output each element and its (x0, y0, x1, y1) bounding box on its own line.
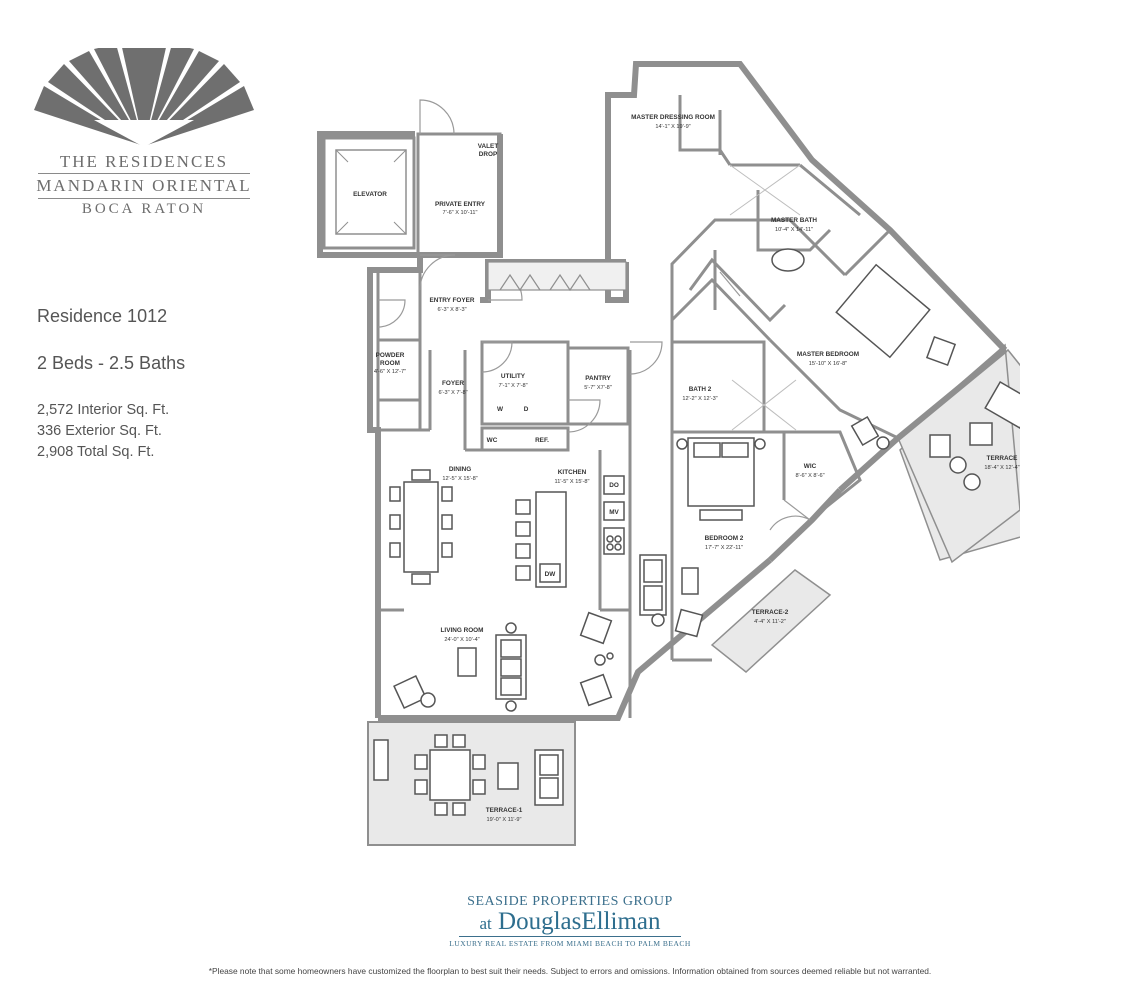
elevator-car (335, 149, 407, 235)
room-dims-bedroom-2: 17'-7" X 22'-11" (705, 545, 743, 551)
room-label-entry-foyer: ENTRY FOYER (429, 297, 474, 304)
bed (835, 263, 931, 359)
room-dims-private-entry: 7'-6" X 10'-11" (443, 210, 478, 216)
room-label-master-bedroom: MASTER BEDROOM (797, 351, 859, 358)
room-label-kitchen: KITCHEN (558, 469, 587, 476)
room-label-bedroom-2: BEDROOM 2 (705, 535, 744, 542)
room-dims-powder-room: 4'-6" X 12'-7" (374, 369, 406, 375)
double-oven-label: DO (609, 482, 619, 489)
room-label-foyer: FOYER (442, 380, 464, 387)
elliman-word: Elliman (581, 908, 661, 935)
brand-divider (38, 198, 250, 199)
room-label-utility: UTILITY (501, 373, 526, 380)
washer-label: W (497, 406, 504, 413)
room-dims-terrace-1: 19'-0" X 11'-9" (487, 817, 522, 823)
room-label-terrace-1: TERRACE-1 (486, 807, 523, 814)
room-label-bath-2: BATH 2 (689, 386, 712, 393)
coffee-table (457, 647, 477, 677)
exterior-sqft: 336 Exterior Sq. Ft. (37, 423, 162, 439)
fan-emblem-icon (34, 48, 254, 147)
douglas-elliman-logo: SEASIDE PROPERTIES GROUP at DouglasEllim… (440, 894, 700, 948)
disclaimer: *Please note that some homeowners have c… (208, 966, 932, 976)
brand-line-1: THE RESIDENCES (59, 152, 229, 171)
private-entry-wall (416, 132, 502, 258)
room-label-master-bath: MASTER BATH (771, 217, 817, 224)
beds-baths: 2 Beds - 2.5 Baths (37, 353, 186, 373)
terrace-1-area (367, 721, 576, 846)
room-dims-wic: 8'-6" X 8'-6" (795, 473, 824, 479)
room-dims-dining: 12'-5" X 15'-8" (442, 476, 477, 482)
dishwasher-label: DW (545, 571, 557, 578)
room-dims-living-room: 24'-0" X 10'-4" (444, 637, 479, 643)
tagline-divider (459, 936, 681, 937)
outer-wall (317, 131, 423, 718)
floor-plan: ELEVATOR PRIVATE ENTRY 7'-6" X 10'-11" V… (300, 50, 1081, 855)
room-dims-bath-2: 12'-2" X 12'-3" (682, 396, 717, 402)
room-label-powder-room: POWDER (376, 352, 405, 359)
pantry-wall (566, 346, 630, 426)
terrace-2-area (710, 569, 832, 673)
tagline: LUXURY REAL ESTATE FROM MIAMI BEACH TO P… (449, 939, 691, 948)
room-dims-master-dressing: 14'-1" X 19'-9" (655, 124, 690, 130)
room-dims-terrace-2: 4'-4" X 11'-2" (754, 619, 786, 625)
room-label-elevator: ELEVATOR (353, 191, 387, 198)
room-label-master-dressing: MASTER DRESSING ROOM (631, 114, 715, 121)
bath-2-wall (670, 340, 766, 434)
total-sqft: 2,908 Total Sq. Ft. (37, 444, 155, 460)
brand-divider (38, 173, 250, 174)
room-label-pantry: PANTRY (585, 375, 611, 382)
wc-label: WC (487, 437, 498, 444)
residence-info: Residence 1012 2 Beds - 2.5 Baths 2,572 … (37, 306, 185, 463)
room-label-terrace: TERRACE (987, 455, 1019, 462)
room-dims-foyer: 6'-3" X 7'-8" (438, 390, 467, 396)
room-dims-kitchen: 11'-5" X 15'-8" (555, 479, 590, 485)
room-dims-utility: 7'-1" X 7'-8" (498, 383, 527, 389)
microwave-label: MV (609, 509, 619, 516)
outer-wall (767, 487, 843, 563)
room-dims-master-bath: 10'-4" X 14'-11" (775, 227, 813, 233)
dryer-label: D (524, 406, 529, 413)
room-label-powder-room-2: ROOM (380, 360, 400, 367)
at-word: at (479, 914, 492, 933)
room-label-private-entry: PRIVATE ENTRY (435, 201, 486, 208)
room-dims-terrace: 18'-4" X 12'-4" (984, 465, 1019, 471)
outer-wall (378, 557, 772, 721)
douglas-elliman-wordmark: at DouglasElliman (440, 908, 700, 936)
dining-table (403, 481, 439, 573)
room-label-dining: DINING (449, 466, 471, 473)
room-label-wic: WIC (804, 463, 817, 470)
room-label-living-room: LIVING ROOM (441, 627, 484, 634)
ref-label: REF. (535, 437, 549, 444)
seaside-group-title: SEASIDE PROPERTIES GROUP (467, 894, 673, 909)
room-dims-entry-foyer: 6'-3" X 8'-3" (437, 307, 466, 313)
elevator-shaft (322, 136, 416, 250)
room-label-valet-drop-2: DROP (479, 151, 498, 158)
brand-line-2: MANDARIN ORIENTAL (36, 176, 252, 195)
brand-line-3: BOCA RATON (81, 201, 207, 217)
room-dims-pantry: 5'-7" X7'-8" (584, 385, 612, 391)
douglas-word: Douglas (498, 908, 582, 935)
outer-wall (605, 61, 1008, 353)
room-dims-master-bedroom: 15'-10" X 16'-8" (809, 361, 847, 367)
mandarin-oriental-logo: THE RESIDENCES MANDARIN ORIENTAL BOCA RA… (34, 48, 254, 228)
residence-name: Residence 1012 (37, 306, 168, 326)
interior-sqft: 2,572 Interior Sq. Ft. (37, 402, 170, 418)
floor-plan-drawing: ELEVATOR PRIVATE ENTRY 7'-6" X 10'-11" V… (317, 61, 1081, 846)
room-label-terrace-2: TERRACE-2 (752, 609, 789, 616)
room-label-valet-drop: VALET (478, 143, 499, 150)
